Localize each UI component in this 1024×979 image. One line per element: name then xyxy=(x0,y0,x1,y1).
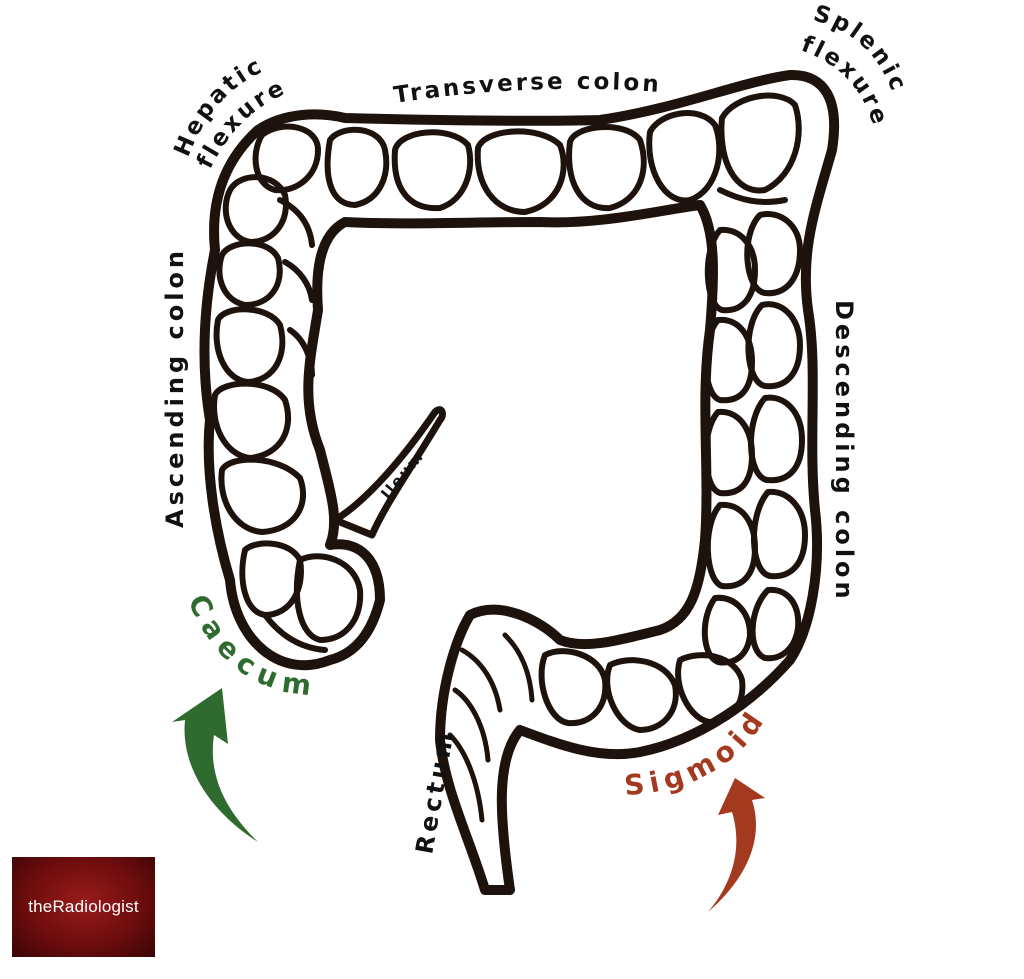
caecum-folds xyxy=(239,540,364,653)
sigmoid-arrow-icon xyxy=(708,778,765,912)
descending-haustra xyxy=(701,211,808,666)
rectum-folds xyxy=(447,632,535,823)
colon-illustration xyxy=(199,69,840,895)
ileum xyxy=(331,406,446,539)
caecum-arrow-icon xyxy=(172,688,258,842)
theradiologist-logo: theRadiologist xyxy=(12,857,155,957)
label-descending-colon: Descending colon xyxy=(830,300,858,603)
transverse-haustra xyxy=(324,92,802,215)
logo-text: theRadiologist xyxy=(28,897,139,916)
label-ascending-colon: Ascending colon xyxy=(161,247,189,528)
label-transverse-colon: Transverse colon xyxy=(392,69,662,109)
sigmoid-folds xyxy=(538,648,746,733)
ascending-haustra xyxy=(211,123,321,535)
